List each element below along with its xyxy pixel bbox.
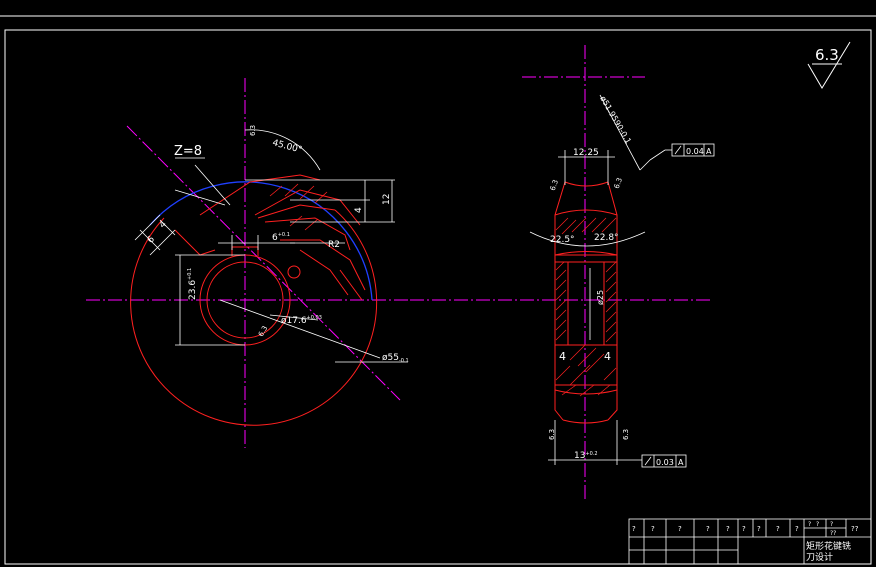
- title-mark-7: ?: [776, 525, 780, 533]
- dim-17-6-tol: +0.03: [307, 315, 322, 321]
- dim-23-6-label: 23.6+0.1: [187, 268, 198, 300]
- dim-25-label: ø25: [596, 290, 605, 305]
- right-dimension-lines: [529, 94, 672, 465]
- dim-17-6-value: ø17.6: [281, 316, 307, 326]
- tol-top-ref: A: [706, 147, 712, 156]
- tol-bottom-ref: A: [678, 458, 684, 467]
- title-mark-5: ?: [742, 525, 746, 533]
- drawing-name-line1: 矩形花键铣: [806, 540, 851, 552]
- center-mark: [287, 265, 301, 279]
- hatch-4-left-label: 4: [559, 350, 566, 363]
- dim-6-plus-value: 6: [272, 233, 278, 243]
- title-mark-11: ?: [830, 521, 833, 528]
- dim-13-value: 13: [574, 451, 585, 461]
- teeth-count-label: Z=8: [174, 144, 202, 159]
- dim-55-value: ø55: [382, 353, 399, 363]
- title-mark-6: ?: [757, 525, 761, 533]
- bore-circle-inner: [206, 261, 284, 339]
- drawing-name-line2: 刀设计: [806, 551, 833, 563]
- title-mark-1: ?: [651, 525, 655, 533]
- right-centerlines: [522, 45, 645, 500]
- left-dimension-lines: [134, 129, 408, 363]
- dim-4-left-label: 4: [158, 219, 169, 230]
- title-mark-3: ?: [706, 525, 710, 533]
- angle-45-label: 45.00°: [271, 138, 303, 155]
- tolerance-frame-bottom: [641, 454, 687, 468]
- title-block: [628, 518, 872, 565]
- title-mark-8: ?: [795, 525, 799, 533]
- tooth-gash-profiles: [174, 174, 366, 301]
- tol-bottom-value: 0.03: [656, 458, 674, 467]
- dim-17-6-label: ø17.6+0.03: [281, 315, 322, 326]
- drawing-frame: [4, 29, 872, 565]
- title-mark-0: ?: [632, 525, 636, 533]
- rough-right-bottom-right: 6.3: [622, 429, 630, 440]
- dim-12-25-label: 12.25: [573, 148, 599, 158]
- dim-23-6-value: 23.6: [188, 280, 198, 300]
- title-mark-12: ??: [830, 530, 836, 537]
- cutter-outer-circle: [130, 209, 378, 426]
- dim-12-label: 12: [382, 194, 392, 205]
- rough-bore: 6.3: [257, 324, 269, 338]
- dim-6-plus-tol: +0.1: [278, 232, 290, 238]
- title-mark-9: ?: [808, 521, 811, 528]
- tolerance-frame-top: [671, 143, 715, 157]
- radius-r2-label: R2: [328, 240, 340, 250]
- dim-6-left-label: 6: [146, 234, 157, 245]
- rough-right-left: 6.3: [549, 179, 560, 192]
- dim-51-label: ø51.9590-0.1: [598, 95, 633, 146]
- title-mark-4: ?: [726, 525, 730, 533]
- dim-6-plus-label: 6+0.1: [272, 232, 290, 243]
- roughness-value: 6.3: [815, 46, 839, 64]
- section-hatch: [555, 217, 617, 397]
- dim-13-tol: +0.2: [585, 451, 597, 457]
- title-mark-2: ?: [678, 525, 682, 533]
- keyway: [231, 246, 259, 256]
- dim-55-tol: -0.1: [399, 358, 409, 364]
- dim-4-label: 4: [354, 207, 364, 213]
- rough-right-bottom-left: 6.3: [548, 429, 556, 440]
- angle-22-8-label: 22.8°: [594, 233, 619, 243]
- angle-22-5-label: 22.5°: [550, 235, 575, 245]
- dim-23-6-tol: +0.1: [187, 268, 193, 280]
- dim-13-label: 13+0.2: [574, 451, 598, 461]
- cutter-side-profile: [554, 181, 618, 424]
- surface-roughness-symbol: [807, 41, 851, 89]
- cutter-tooth-arc: [149, 181, 373, 301]
- tol-top-value: 0.04: [686, 147, 704, 156]
- dim-55-label: ø55-0.1: [382, 353, 409, 364]
- left-centerlines: [86, 78, 410, 448]
- hatch-4-right-label: 4: [604, 350, 611, 363]
- title-mark-10: ?: [816, 521, 819, 528]
- rough-right-right: 6.3: [613, 177, 624, 190]
- title-symbol-right: ??: [851, 525, 859, 533]
- gash-hatch: [269, 183, 328, 231]
- rough-left-top: 6.3: [249, 125, 257, 136]
